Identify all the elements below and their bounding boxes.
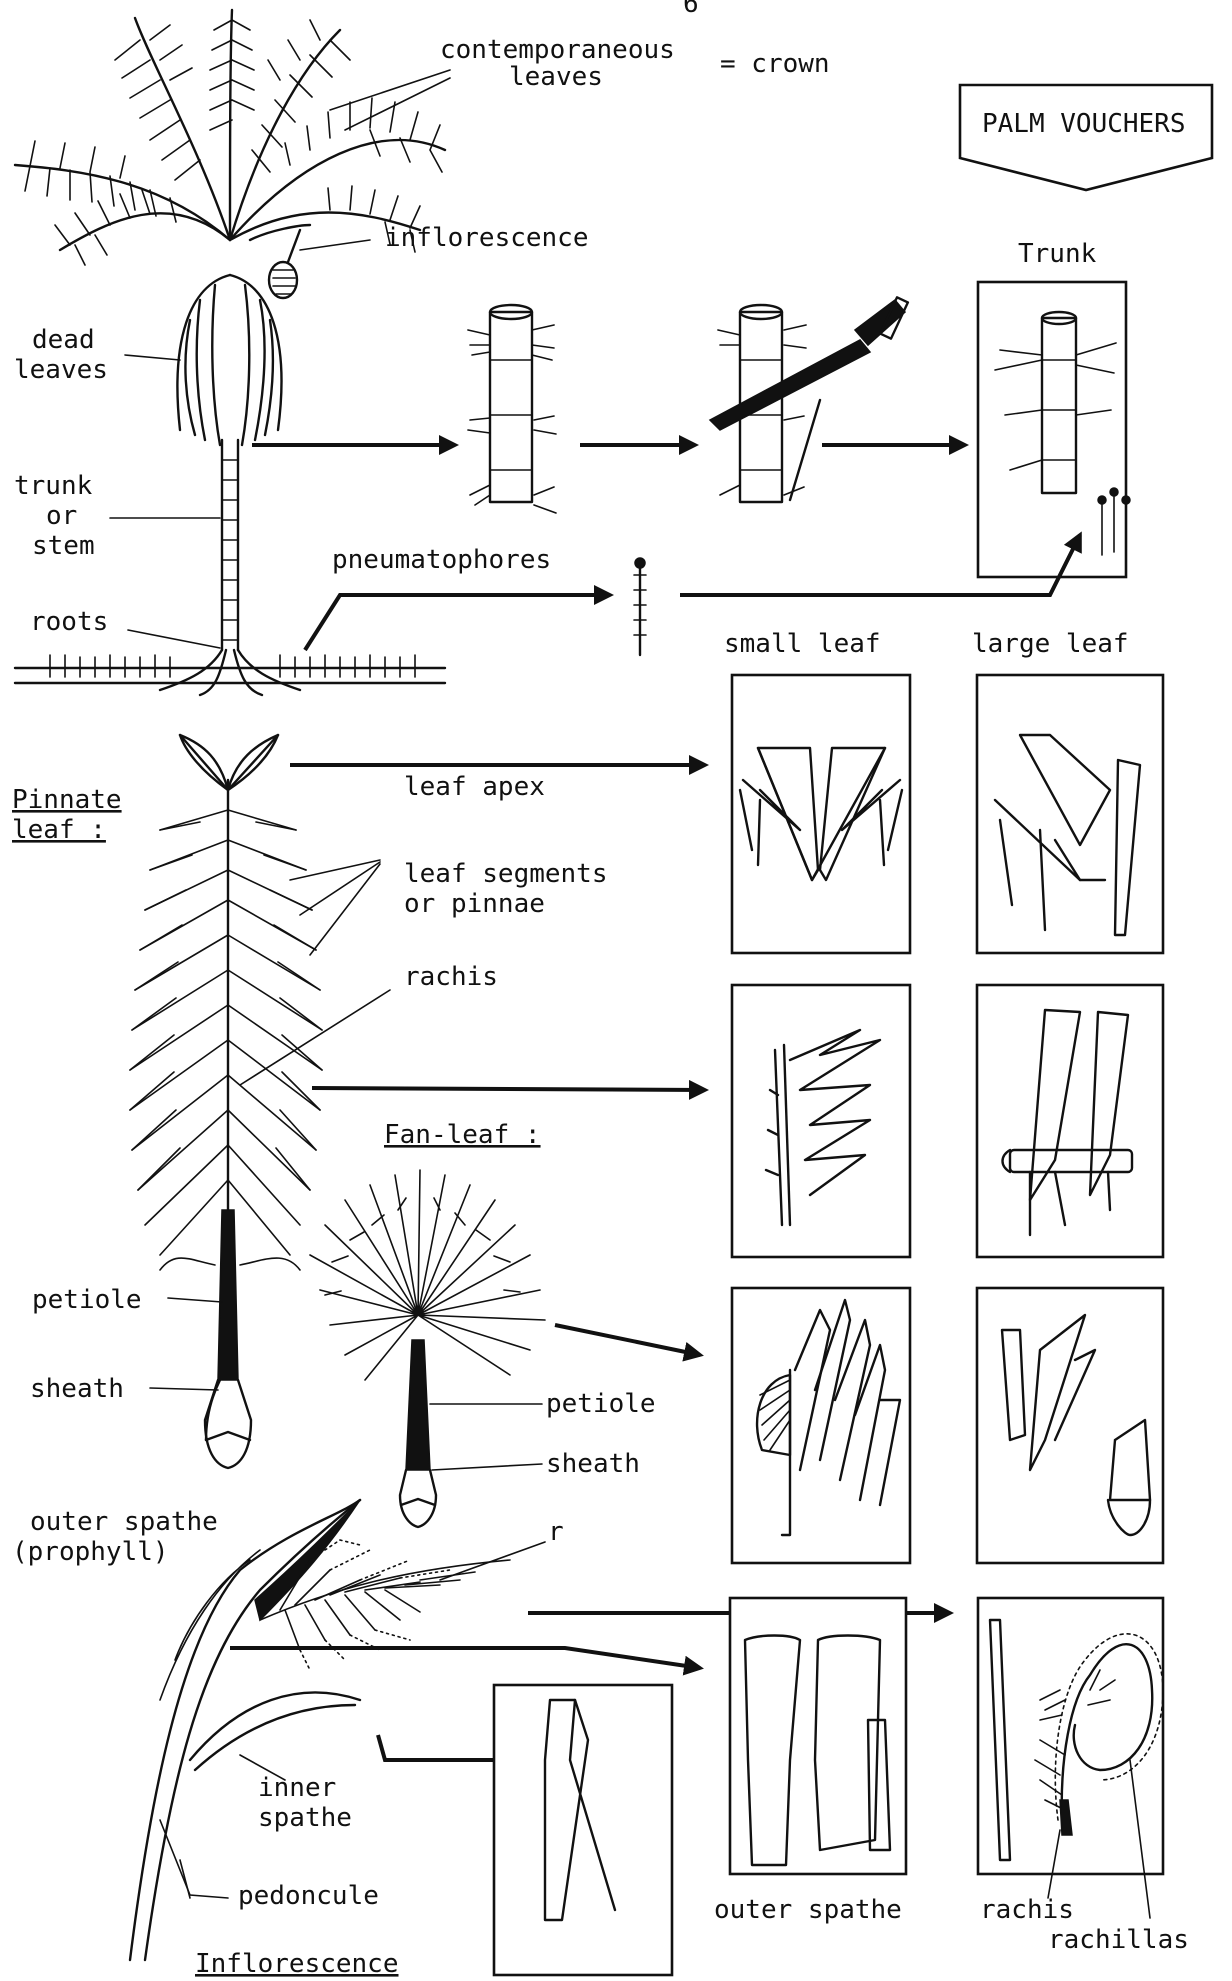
label-rachis-voucher: rachis	[980, 1895, 1074, 1925]
label-small-leaf: small leaf	[724, 629, 881, 659]
pinnate-leaf-illustration	[130, 735, 322, 1468]
label-stem: stem	[32, 531, 95, 561]
label-pedoncule: pedoncule	[238, 1881, 379, 1911]
label-outer-spathe-voucher: outer spathe	[714, 1895, 902, 1925]
label-rachis-leaf: rachis	[404, 962, 498, 992]
voucher-small-fan	[732, 1288, 910, 1563]
leaf-labels: Pinnate leaf : leaf apex leaf segments o…	[12, 772, 656, 1479]
label-dead: dead	[32, 325, 95, 355]
label-rachillas: rachillas	[1048, 1925, 1189, 1955]
voucher-inner-spathe	[494, 1685, 672, 1975]
label-or: or	[46, 501, 77, 531]
label-sheath-fan: sheath	[546, 1449, 640, 1479]
voucher-large-middle	[977, 985, 1163, 1257]
label-inflorescence-caption: Inflorescence	[195, 1949, 399, 1979]
fan-leaf-illustration	[310, 1170, 545, 1527]
label-leaves: leaves	[509, 62, 603, 92]
label-petiole-pinnate: petiole	[32, 1285, 142, 1315]
leaf-label-leaders	[150, 860, 542, 1470]
label-petiole-fan: petiole	[546, 1389, 656, 1419]
label-or-pinnae: or pinnae	[404, 889, 545, 919]
voucher-large-fan	[977, 1288, 1163, 1563]
trunk-sequence	[468, 297, 908, 513]
label-trunk: trunk	[14, 471, 93, 501]
label-spathe: spathe	[258, 1803, 352, 1833]
label-crown: = crown	[720, 49, 830, 79]
label-outer-spathe: outer spathe	[30, 1507, 218, 1537]
label-pneumatophores: pneumatophores	[332, 545, 551, 575]
label-fan-leaf: Fan-leaf :	[384, 1120, 541, 1150]
label-contemporaneous: contemporaneous	[440, 35, 675, 65]
voucher-rachis	[978, 1598, 1163, 1874]
infl-leaders	[160, 1542, 545, 1898]
label-large-leaf: large leaf	[972, 629, 1129, 659]
pneumatophore	[634, 558, 646, 655]
trunk-voucher	[978, 282, 1130, 577]
label-rachis-infl: r	[548, 1517, 564, 1547]
page-number: 6	[683, 0, 699, 19]
voucher-small-apex	[732, 675, 910, 953]
label-inflorescence-top: inflorescence	[385, 223, 589, 253]
label-pinnate-leaf: leaf :	[12, 815, 106, 845]
label-leaves-dead: leaves	[14, 355, 108, 385]
label-leaf-segments: leaf segments	[404, 859, 608, 889]
banner-label: PALM VOUCHERS	[982, 109, 1186, 139]
label-pinnate: Pinnate	[12, 785, 122, 815]
label-trunk-voucher: Trunk	[1018, 239, 1097, 269]
label-sheath-pinnate: sheath	[30, 1374, 124, 1404]
leaf-arrows	[290, 765, 705, 1355]
label-prophyll: (prophyll)	[12, 1537, 169, 1567]
label-roots: roots	[30, 607, 108, 637]
label-leaf-apex: leaf apex	[404, 772, 545, 802]
voucher-small-middle	[732, 985, 910, 1257]
palm-vouchers-banner: PALM VOUCHERS	[960, 85, 1212, 190]
label-inner: inner	[258, 1773, 336, 1803]
voucher-outer-spathe	[730, 1598, 906, 1874]
voucher-large-apex	[977, 675, 1163, 953]
